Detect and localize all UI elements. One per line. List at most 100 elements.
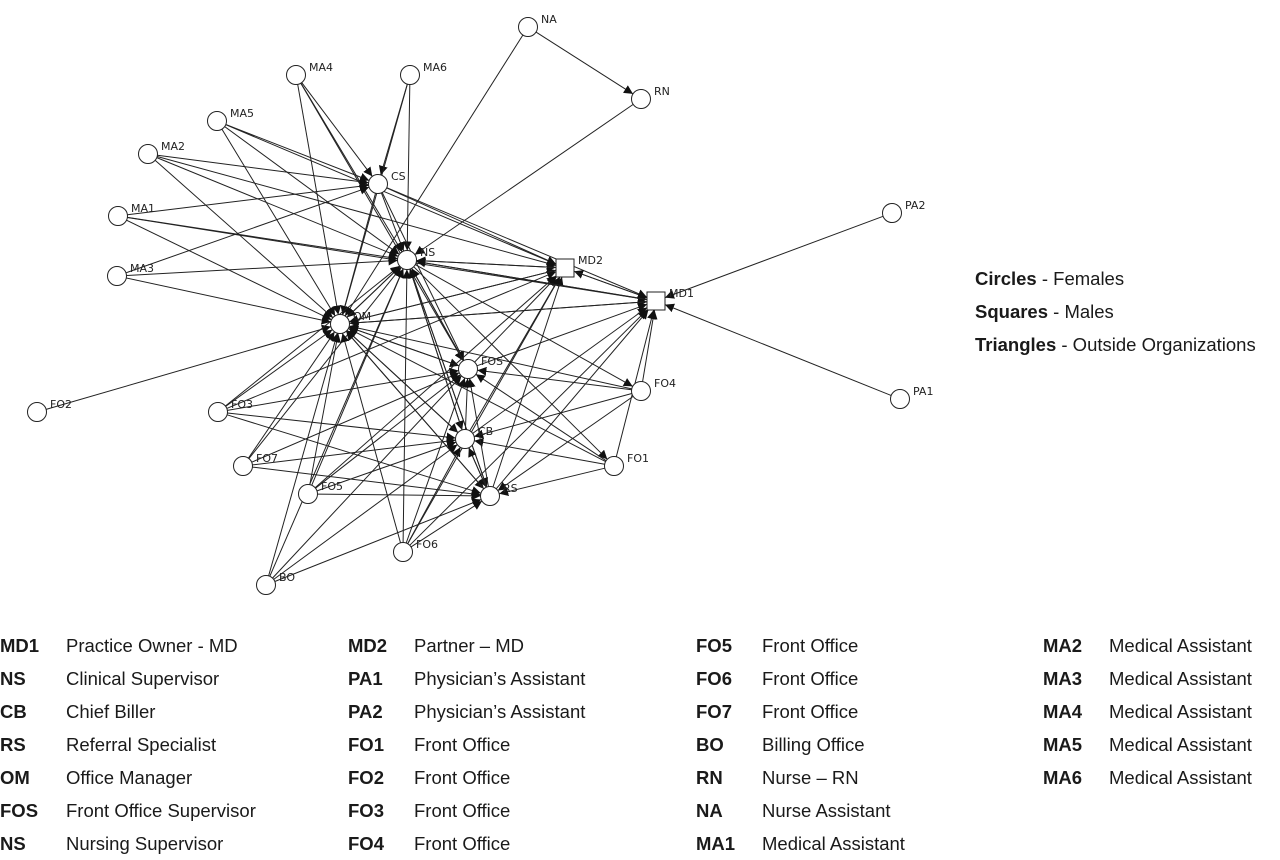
edge-fos-to-md1 <box>476 303 648 367</box>
edge-fos-to-om <box>348 325 460 367</box>
abbreviation-code: MD2 <box>348 635 388 656</box>
abbreviation-row: NS Nursing Supervisor <box>0 827 256 860</box>
abbreviation-row: MD2 Partner – MD <box>348 629 585 662</box>
node-fo4: FO4 <box>631 377 676 401</box>
abbreviation-code: RS <box>0 734 26 755</box>
edge-fo1-to-rs <box>499 467 605 497</box>
edge-bo-to-cb <box>273 444 458 580</box>
circle-node-shape <box>518 17 538 37</box>
abbreviation-code: BO <box>696 734 724 755</box>
edge-ma4-to-om <box>297 84 342 315</box>
abbreviation-code: NS <box>0 833 26 854</box>
edge-fo3-to-om <box>225 329 333 407</box>
edge-ma2-to-om <box>154 159 334 319</box>
circle-node-shape <box>256 575 276 595</box>
node-pa2: PA2 <box>882 199 925 223</box>
node-fos: FOS <box>458 355 503 379</box>
node-label: FOS <box>481 355 503 368</box>
circle-node-shape <box>27 402 47 422</box>
edge-bo-to-om <box>268 332 340 577</box>
legend-term: Squares <box>975 301 1049 322</box>
edge-md2-to-ns <box>416 256 557 268</box>
edge-cs-to-om <box>340 193 376 315</box>
abbreviation-role: Front Office <box>762 668 859 689</box>
circle-node-shape <box>458 359 478 379</box>
node-fo3: FO3 <box>208 398 253 422</box>
abbreviation-role: Partner – MD <box>414 635 525 656</box>
circle-node-shape <box>233 456 253 476</box>
edge-fo5-to-cb <box>316 440 457 492</box>
node-om: OM <box>330 310 371 334</box>
node-label: MA5 <box>230 107 254 120</box>
node-label: MA3 <box>130 262 154 275</box>
edge-cb-to-ns <box>408 268 463 431</box>
edge-md1-to-ns <box>416 258 648 300</box>
abbreviation-role: Front Office <box>762 701 859 722</box>
edge-md2-to-md1 <box>573 270 648 299</box>
abbreviation-code: MA5 <box>1043 734 1083 755</box>
node-label: FO4 <box>654 377 676 390</box>
abbreviation-role: Physician’s Assistant <box>414 668 586 689</box>
edge-fo3-to-cb <box>227 412 456 442</box>
abbreviation-role: Front Office <box>414 800 511 821</box>
abbreviation-code: FO1 <box>348 734 384 755</box>
node-ma4: MA4 <box>286 61 333 85</box>
edge-ma2-to-md2 <box>157 156 557 268</box>
node-label: MA2 <box>161 140 185 153</box>
edge-cb-to-md2 <box>469 276 561 432</box>
edge-ma4-to-fos <box>300 82 464 362</box>
node-rs: RS <box>480 482 518 506</box>
circle-node-shape <box>286 65 306 85</box>
abbreviation-code: FO2 <box>348 767 384 788</box>
edge-ma1-to-cs <box>127 181 369 216</box>
node-na: NA <box>518 13 557 37</box>
node-ns: NS <box>397 246 435 270</box>
edge-fos-to-md2 <box>474 276 557 363</box>
abbreviation-role: Medical Assistant <box>762 833 905 854</box>
node-label: NS <box>420 246 435 259</box>
abbreviation-role: Chief Biller <box>66 701 156 722</box>
abbreviation-role: Office Manager <box>66 767 193 788</box>
legend-circles: Circles - Females <box>975 262 1256 295</box>
abbreviation-role: Nurse – RN <box>762 767 859 788</box>
circle-node-shape <box>107 266 127 286</box>
abbreviation-code: MD1 <box>0 635 40 656</box>
edge-fo1-to-cb <box>474 437 605 465</box>
node-label: FO2 <box>50 398 72 411</box>
edge-ma5-to-md2 <box>225 124 557 265</box>
node-label: FO6 <box>416 538 438 551</box>
edge-na-to-rn <box>535 31 634 95</box>
node-label: MA1 <box>131 202 155 215</box>
legend-desc: - Males <box>1048 301 1114 322</box>
node-label: MA6 <box>423 61 447 74</box>
circle-node-shape <box>480 486 500 506</box>
node-ma2: MA2 <box>138 140 185 164</box>
legend-desc: - Outside Organizations <box>1056 334 1256 355</box>
node-ma5: MA5 <box>207 107 254 131</box>
node-pa1: PA1 <box>890 385 933 409</box>
abbreviation-role: Nursing Supervisor <box>66 833 224 854</box>
circle-node-shape <box>631 381 651 401</box>
node-label: FO5 <box>321 480 343 493</box>
legend-term: Circles <box>975 268 1037 289</box>
edge-rs-to-md1 <box>495 309 649 490</box>
edge-cs-to-ns <box>380 192 405 252</box>
abbreviation-role: Clinical Supervisor <box>66 668 220 689</box>
edge-ma3-to-cs <box>125 185 370 274</box>
edge-fo1-to-om <box>348 327 606 463</box>
